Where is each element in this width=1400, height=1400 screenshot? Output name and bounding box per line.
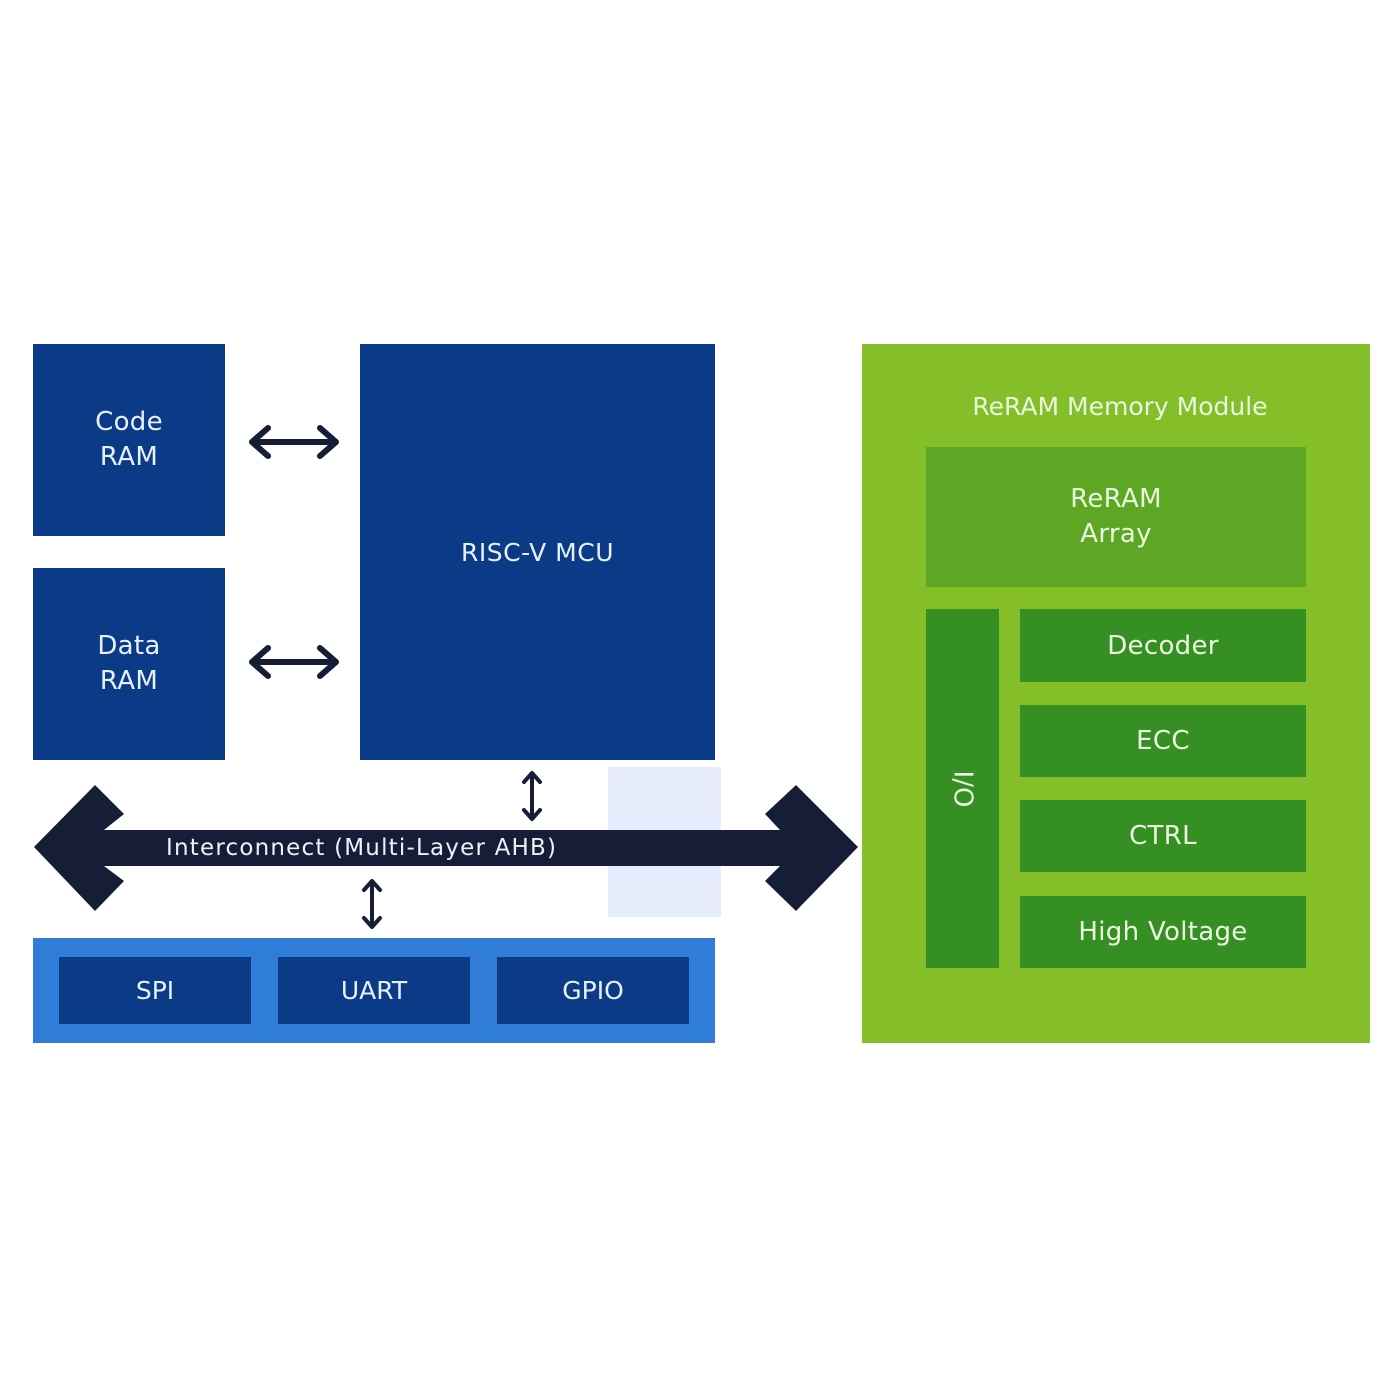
reram-array-block: ReRAM Array xyxy=(926,447,1306,587)
mcu-bus-arrow-icon xyxy=(522,771,542,821)
data-ram-mcu-arrow-icon xyxy=(249,645,339,679)
decoder-label: Decoder xyxy=(1107,630,1219,661)
ctrl-label: CTRL xyxy=(1129,821,1197,851)
peripheral-uart: UART xyxy=(278,957,470,1024)
ecc-label: ECC xyxy=(1136,726,1190,756)
highlight-overlay xyxy=(608,767,721,917)
code-ram-label: Code RAM xyxy=(95,407,163,472)
interconnect-label: Interconnect (Multi-Layer AHB) xyxy=(166,835,558,861)
reram-array-label: ReRAM Array xyxy=(1070,484,1162,549)
code-ram-mcu-arrow-icon xyxy=(249,425,339,459)
data-ram-label: Data RAM xyxy=(97,631,161,696)
high-voltage-block: High Voltage xyxy=(1020,896,1306,968)
high-voltage-label: High Voltage xyxy=(1078,917,1248,947)
peripheral-uart-label: UART xyxy=(340,976,408,1005)
ecc-block: ECC xyxy=(1020,705,1306,777)
code-ram-block: Code RAM xyxy=(33,344,225,536)
peripheral-gpio-label: GPIO xyxy=(562,976,624,1005)
mcu-label: RISC-V MCU xyxy=(461,537,614,567)
bus-peripheral-arrow-icon xyxy=(362,879,382,929)
io-block: I/O xyxy=(926,609,999,968)
reram-module-title: ReRAM Memory Module xyxy=(972,392,1268,421)
peripheral-gpio: GPIO xyxy=(497,957,689,1024)
mcu-block: RISC-V MCU xyxy=(360,344,715,760)
peripheral-spi-label: SPI xyxy=(135,976,175,1005)
ctrl-block: CTRL xyxy=(1020,800,1306,872)
io-label: I/O xyxy=(947,770,978,807)
peripheral-spi: SPI xyxy=(59,957,251,1024)
decoder-block: Decoder xyxy=(1020,609,1306,682)
data-ram-block: Data RAM xyxy=(33,568,225,760)
